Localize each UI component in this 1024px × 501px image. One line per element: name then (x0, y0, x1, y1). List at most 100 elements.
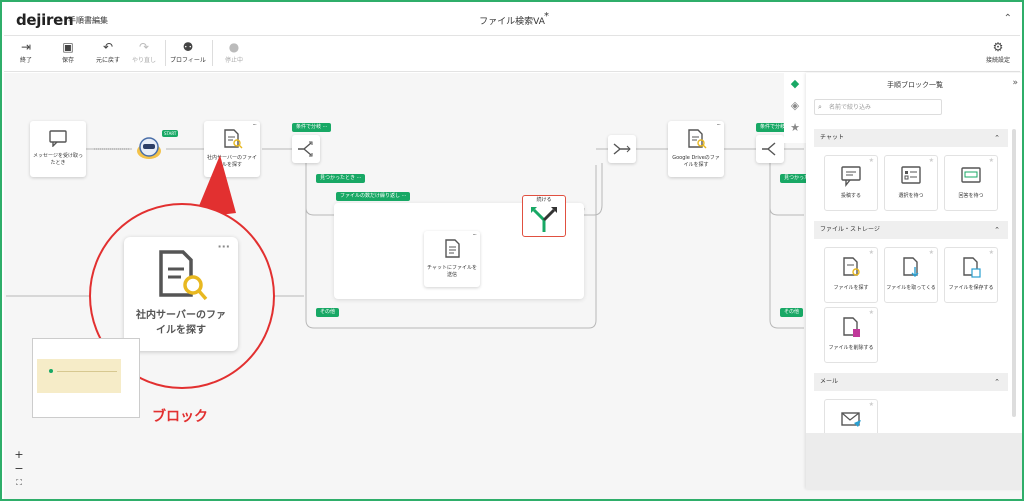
node-menu-icon[interactable]: ··· (716, 121, 721, 129)
profile-button[interactable]: ⚉ プロフィール (166, 39, 210, 64)
node-menu-icon[interactable]: ··· (252, 121, 257, 129)
redo-label: やり直し (131, 57, 156, 64)
annotation-label: ブロック (152, 409, 208, 425)
file-search-icon (224, 129, 243, 149)
app-logo: dejiren (16, 11, 74, 29)
top-bar: dejiren 手順書編集 ファイル検索VA * ⌃ (4, 4, 1020, 36)
settings-icon: ⚙ (992, 40, 1004, 54)
cube-icon: ◆ (790, 77, 800, 90)
server-file-search-node[interactable]: ··· 社内サーバーのファイルを探す (204, 121, 260, 177)
favorite-star-icon[interactable]: ★ (988, 249, 994, 256)
stop-status: ●停止中 (214, 39, 254, 64)
panel-tabs: ◆ ◈ ★ (784, 73, 806, 143)
gdrive-file-search-label: Google Driveのファイルを探す (672, 155, 720, 168)
continue-node[interactable]: 続ける (522, 195, 566, 237)
found-tag[interactable]: 見つかったとき ··· (316, 174, 366, 183)
trigger-node[interactable]: メッセージを受け取ったとき (30, 121, 86, 177)
other-tag-2[interactable]: その他 (780, 308, 804, 317)
save-button[interactable]: ▣保存 (48, 39, 88, 64)
branch-tag-2[interactable]: 条件で分岐 ··· (756, 123, 796, 132)
file-save-icon (963, 257, 981, 278)
panel-scrollbar[interactable] (1012, 129, 1016, 417)
merge-node[interactable] (608, 135, 636, 163)
minimap-flow-line (57, 371, 117, 372)
minimap-start-dot (49, 369, 53, 373)
block-card-delete-file[interactable]: ★ファイルを削除する (824, 307, 878, 363)
favorite-star-icon[interactable]: ★ (868, 309, 874, 316)
shared-blocks-tab[interactable]: ◈ (784, 95, 806, 117)
start-badge: START (162, 130, 179, 137)
block-card-label: 選択を待つ (898, 193, 924, 199)
panel-footer (806, 433, 1022, 489)
star-icon: ★ (790, 121, 800, 134)
branch-icon (298, 141, 313, 157)
block-card-post[interactable]: ★ 投稿する (824, 155, 878, 211)
select-list-icon (901, 166, 921, 184)
robot-icon: ⚉ (182, 40, 194, 54)
loop-tag[interactable]: ファイルの数だけ繰り返し ··· (336, 192, 411, 201)
undo-button[interactable]: ↶元に戻す (88, 39, 128, 64)
minimap[interactable] (32, 338, 140, 418)
block-card-send-mail[interactable]: ★ (824, 399, 878, 433)
zoom-out-button[interactable]: − (14, 462, 24, 475)
block-card-find-file[interactable]: ★ファイルを探す (824, 247, 878, 303)
branch-node-2[interactable] (756, 135, 784, 163)
breadcrumb[interactable]: 手順書編集 (68, 16, 108, 25)
block-card-save-file[interactable]: ★ ファイルを保存する (944, 247, 998, 303)
block-card-label: ファイルを保存する (948, 285, 994, 291)
block-card-label: 投稿する (840, 193, 861, 199)
block-list-tab[interactable]: ◆ (784, 73, 806, 95)
answer-input-icon (961, 167, 981, 183)
category-chat[interactable]: チャット⌃ (814, 129, 1008, 147)
other-tag-1[interactable]: その他 (316, 308, 340, 317)
favorite-star-icon[interactable]: ★ (928, 157, 934, 164)
send-file-node[interactable]: ··· チャットにファイルを送信 (424, 231, 480, 287)
branch-node-1[interactable] (292, 135, 320, 163)
file-delete-icon (843, 317, 860, 337)
toolbar-divider (212, 40, 213, 66)
found-tag-2[interactable]: 見つかったとき ··· (780, 174, 830, 183)
redo-icon: ↷ (138, 40, 150, 54)
fit-view-button[interactable]: ⛶ (16, 478, 22, 487)
collapse-panel-icon[interactable]: » (1012, 78, 1018, 88)
branch-icon (762, 142, 776, 156)
block-search-input[interactable]: ⌕名前で絞り込み (814, 99, 942, 115)
collapse-header-icon[interactable]: ⌃ (1003, 13, 1012, 24)
block-card-fetch-file[interactable]: ★ ファイルを取ってくる (884, 247, 938, 303)
favorite-star-icon[interactable]: ★ (868, 157, 874, 164)
favorites-tab[interactable]: ★ (784, 117, 806, 139)
exit-button[interactable]: ⇥終了 (6, 39, 46, 64)
toolbar: ⇥終了 ▣保存 ↶元に戻す ↷ やり直し ⚉ プロフィール ●停止中 ⚙接続設定 (4, 36, 1020, 72)
merge-icon (613, 143, 631, 155)
favorite-star-icon[interactable]: ★ (928, 249, 934, 256)
panel-title: 手順ブロック一覧 (887, 81, 943, 89)
connection-settings-button[interactable]: ⚙接続設定 (976, 39, 1020, 64)
block-card-label: ファイルを取ってくる (886, 285, 936, 291)
gdrive-file-search-node[interactable]: ··· Google Driveのファイルを探す (668, 121, 724, 177)
favorite-star-icon[interactable]: ★ (868, 401, 874, 408)
redo-button[interactable]: ↷ やり直し (124, 39, 164, 64)
category-label: メール (820, 378, 839, 385)
category-mail[interactable]: メール⌃ (814, 373, 1008, 391)
zoom-in-button[interactable]: + (14, 448, 24, 461)
block-card-wait-select[interactable]: ★ 選択を待つ (884, 155, 938, 211)
favorite-star-icon[interactable]: ★ (868, 249, 874, 256)
chevron-up-icon: ⌃ (994, 226, 1000, 234)
chat-icon (841, 166, 861, 187)
node-menu-icon[interactable]: ··· (472, 231, 477, 239)
file-search-icon (159, 250, 208, 301)
file-search-icon (843, 257, 860, 276)
toolbar-divider (165, 40, 166, 66)
file-icon (445, 239, 460, 258)
page-title: ファイル検索VA (479, 17, 545, 27)
search-icon: ⌕ (818, 103, 822, 111)
category-label: ファイル・ストレージ (820, 226, 880, 233)
profile-label: プロフィール (170, 57, 206, 64)
block-card-wait-answer[interactable]: ★回答を待つ (944, 155, 998, 211)
save-icon: ▣ (62, 40, 74, 54)
category-file-storage[interactable]: ファイル・ストレージ ⌃ (814, 221, 1008, 239)
undo-icon: ↶ (102, 40, 114, 54)
branch-tag-1[interactable]: 条件で分岐 ··· (292, 123, 332, 132)
favorite-star-icon[interactable]: ★ (988, 157, 994, 164)
